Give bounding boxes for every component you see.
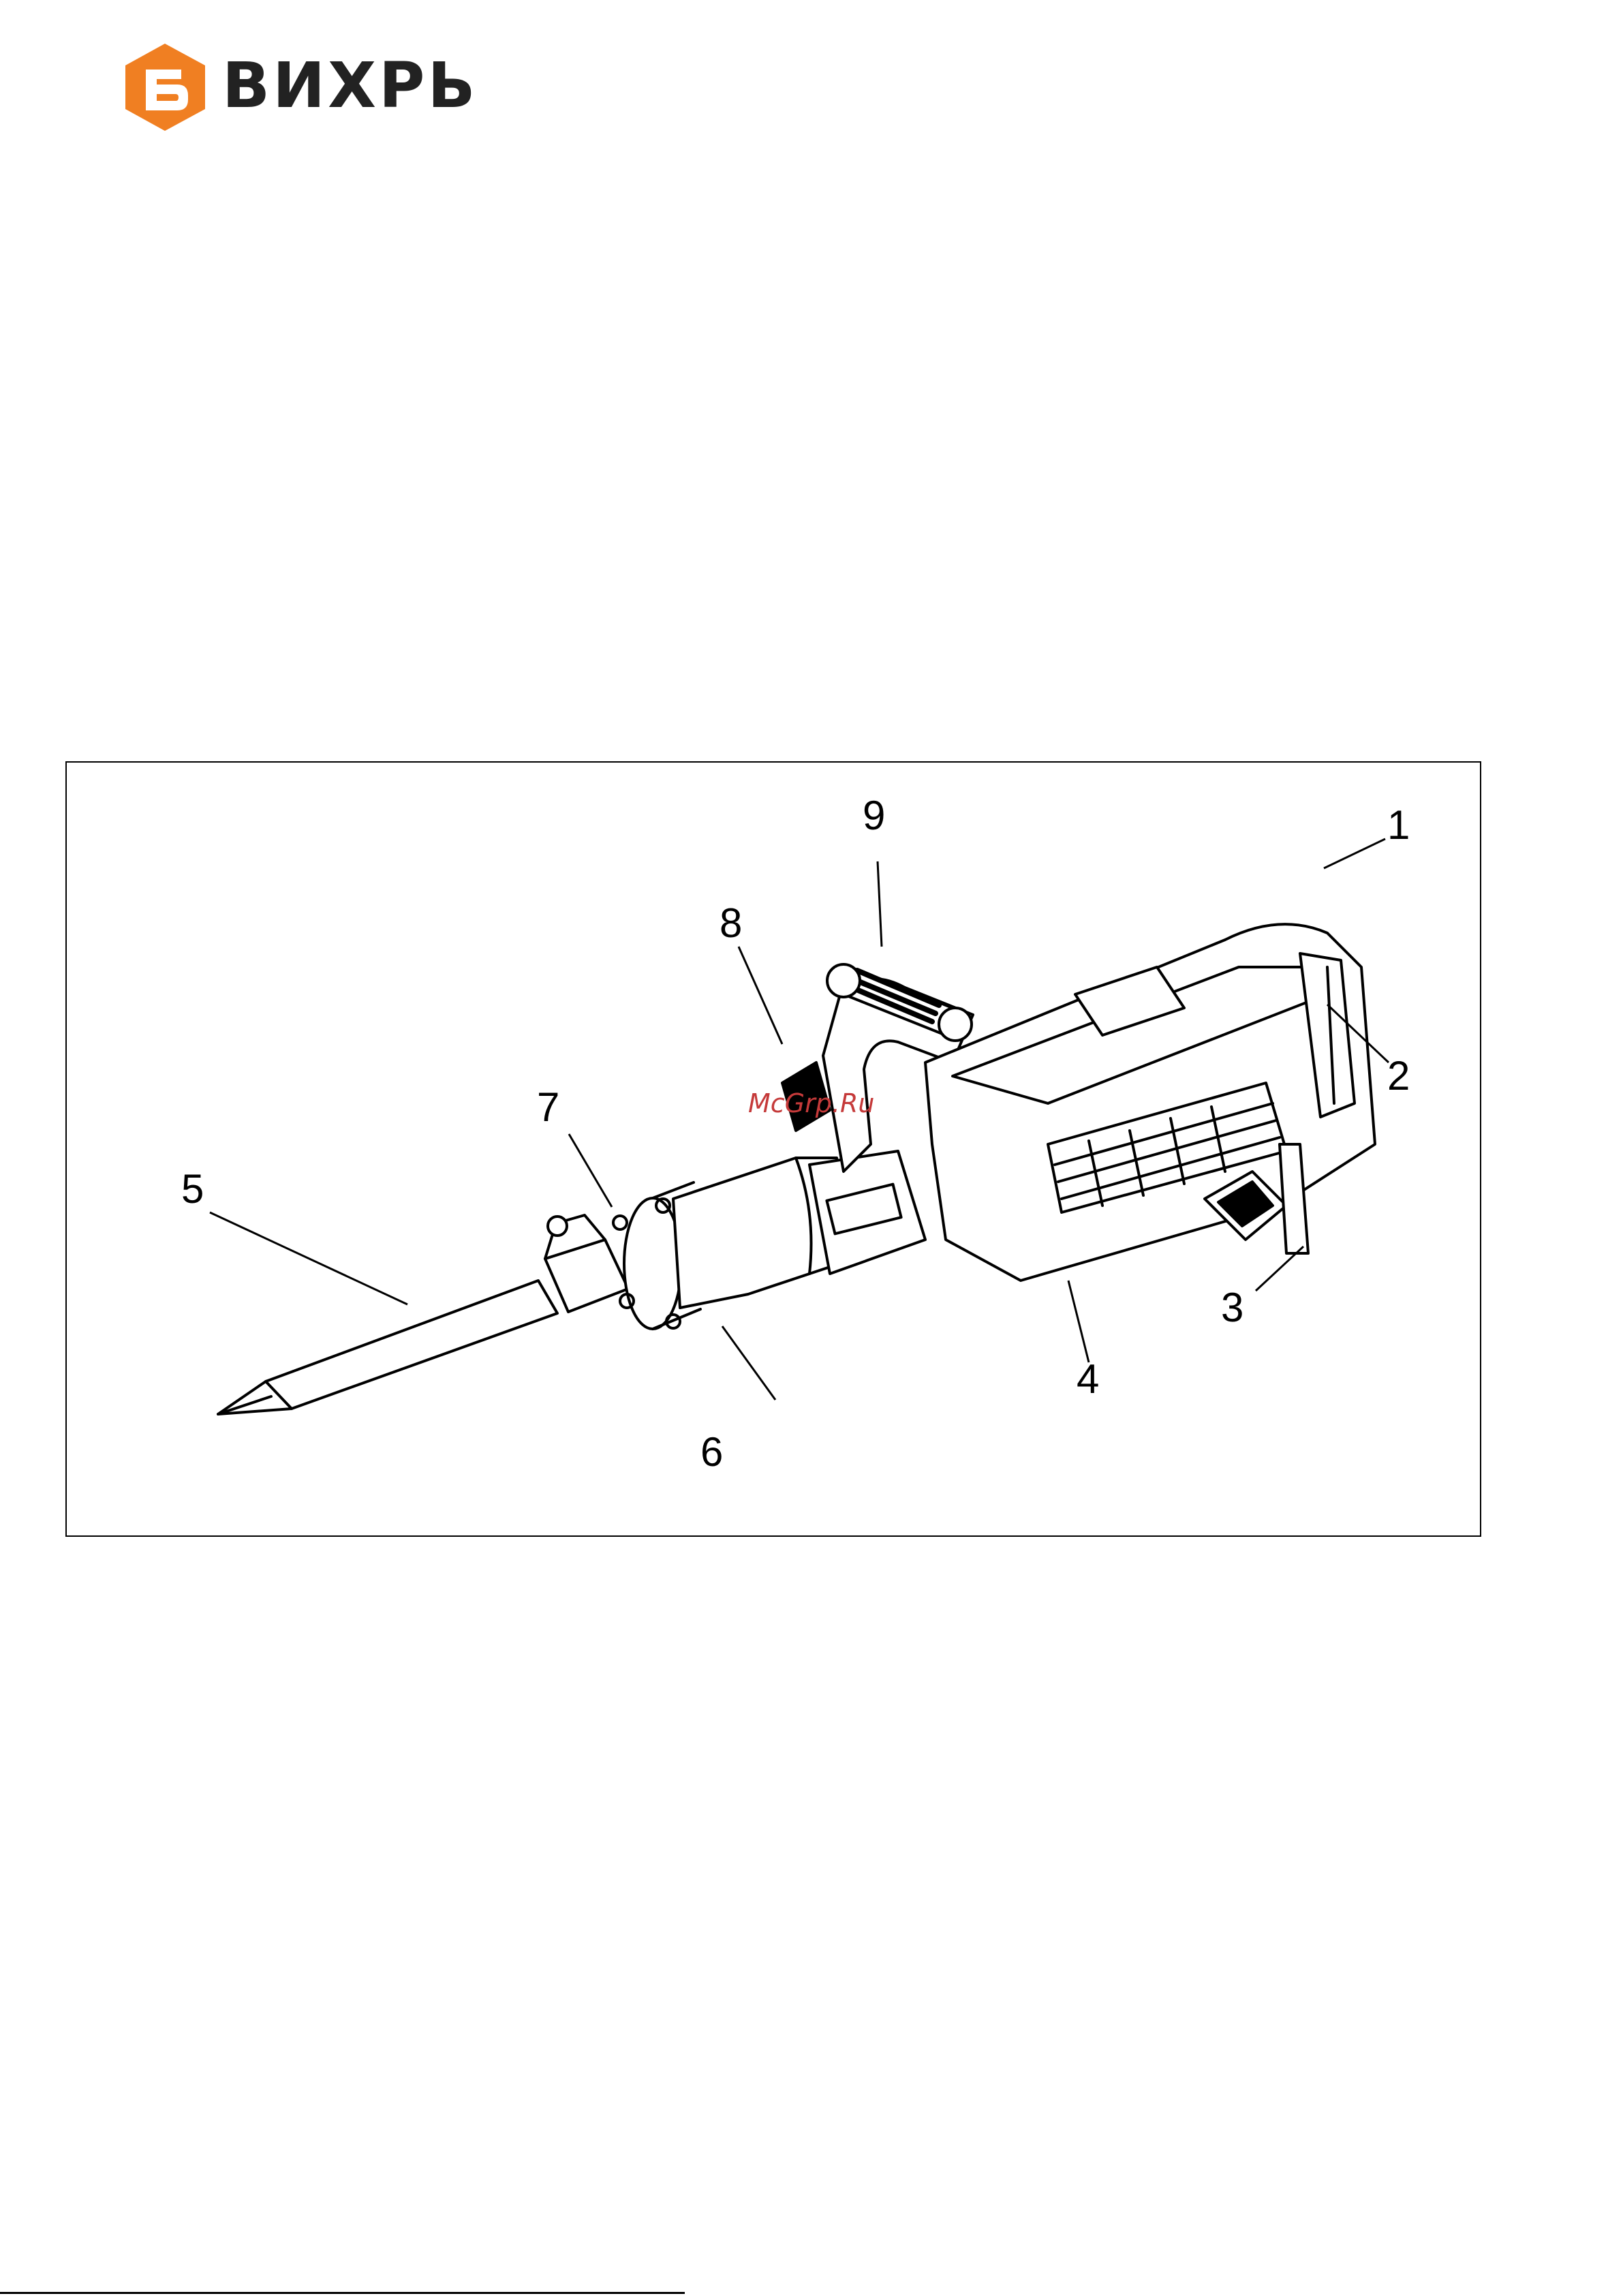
callout-2: 2	[1387, 1056, 1410, 1097]
callout-5: 5	[181, 1169, 204, 1210]
footer-rule	[0, 2292, 685, 2294]
callout-8: 8	[720, 903, 742, 944]
callout-1: 1	[1387, 805, 1410, 846]
brand-name: ВИХРЬ	[222, 52, 478, 120]
callout-6: 6	[700, 1432, 723, 1473]
jackhammer-illustration	[67, 763, 1480, 1535]
callout-3: 3	[1221, 1287, 1243, 1328]
brand-logo: ВИХРЬ	[123, 42, 491, 138]
brand-logo-icon	[123, 42, 208, 132]
callout-7: 7	[537, 1087, 559, 1128]
callout-9: 9	[863, 795, 885, 836]
figure-frame: 1 2 3 4 5 6 7 8 9 McGrp.Ru	[65, 761, 1481, 1537]
watermark: McGrp.Ru	[748, 1088, 874, 1118]
callout-4: 4	[1077, 1359, 1099, 1400]
